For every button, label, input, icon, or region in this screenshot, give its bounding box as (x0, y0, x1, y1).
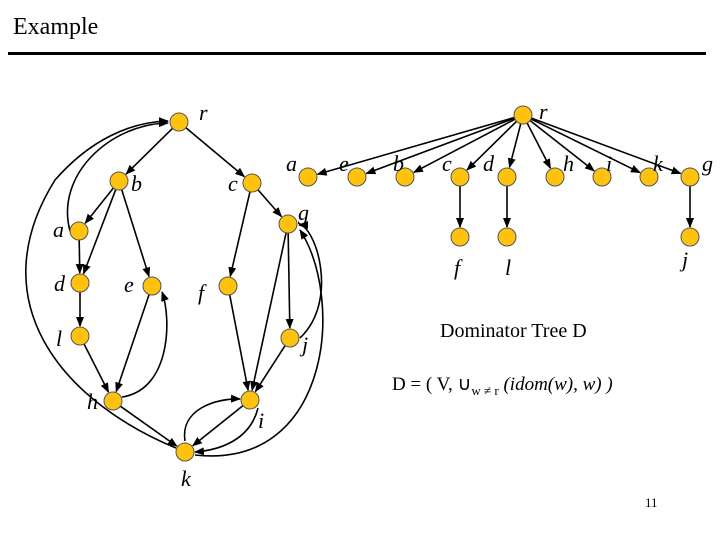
flow-label-f: f (198, 280, 207, 305)
flow-edge-b-d (82, 189, 117, 275)
flow-label-a: a (53, 217, 64, 242)
flow-edge-f-i (228, 294, 251, 392)
dom-label-d: d (483, 151, 495, 176)
flow-edge-b-e (120, 189, 151, 278)
flow-node-c (242, 173, 262, 193)
flow-edge-h-k (119, 405, 178, 447)
flow-edge-k-r (25, 117, 177, 449)
flow-edge-a-d (75, 239, 84, 275)
dom-node-i (592, 167, 612, 187)
dom-edge-r-h (526, 122, 552, 170)
dom-node-j (680, 227, 700, 247)
flow-edge-i-k (192, 404, 244, 447)
flow-node-k (175, 442, 195, 462)
flow-label-r: r (199, 100, 208, 125)
dom-label-l: l (505, 255, 511, 280)
dom-edge-r-g (531, 117, 682, 175)
flow-node-d (70, 273, 90, 293)
dom-edge-r-i (529, 119, 595, 172)
flow-edge-k-i (183, 394, 241, 442)
flow-label-k: k (181, 466, 192, 491)
flow-edge-k-g (194, 229, 324, 457)
dom-label-g: g (702, 151, 713, 176)
flow-edge-j-i (254, 345, 286, 393)
edge-layer (25, 116, 694, 457)
title-rule (8, 52, 706, 55)
flow-label-l: l (56, 326, 62, 351)
flow-label-b: b (131, 171, 142, 196)
flow-node-e (142, 276, 162, 296)
dom-label-e: e (339, 151, 349, 176)
flow-node-f (218, 276, 238, 296)
node-layer (69, 105, 700, 462)
dom-node-b (395, 167, 415, 187)
dom-node-f (450, 227, 470, 247)
dom-label-b: b (393, 151, 404, 176)
dom-edge-r-a (316, 116, 515, 176)
formula-subscript: w ≠ r (471, 383, 499, 398)
flow-edge-i-k (194, 407, 259, 456)
dom-node-e (347, 167, 367, 187)
flow-label-h: h (87, 389, 98, 414)
dom-node-k (639, 167, 659, 187)
flow-edge-c-g (257, 189, 283, 218)
dom-label-a: a (286, 151, 297, 176)
dom-node-d (497, 167, 517, 187)
flow-edge-b-a (84, 187, 115, 224)
flow-edge-j-g (298, 221, 323, 339)
flow-label-e: e (124, 272, 134, 297)
formula-tail: (idom(w), w) ) (499, 374, 613, 395)
flow-node-g (278, 214, 298, 234)
dominator-tree-caption: Dominator Tree D (440, 320, 587, 342)
flow-edge-g-j (285, 232, 294, 330)
flow-label-i: i (258, 408, 264, 433)
flow-edge-l-h (83, 343, 110, 393)
flow-edge-g-i (250, 232, 287, 392)
dominator-formula: D = ( V, ∪w ≠ r (idom(w), w) ) (392, 374, 613, 398)
dom-node-h (545, 167, 565, 187)
dom-edge-r-d (507, 123, 522, 169)
flow-edge-r-c (185, 127, 246, 178)
dom-node-r (513, 105, 533, 125)
flow-node-b (109, 171, 129, 191)
flow-node-r (169, 112, 189, 132)
dom-label-h: h (563, 151, 574, 176)
flow-label-d: d (54, 271, 66, 296)
flow-label-c: c (228, 171, 238, 196)
dom-node-c (450, 167, 470, 187)
flow-edge-h-e (121, 291, 169, 398)
flow-edge-c-f (228, 191, 251, 278)
flow-node-h (103, 391, 123, 411)
flow-label-j: j (299, 332, 308, 357)
dom-label-i: i (606, 151, 612, 176)
dom-label-k: k (653, 151, 664, 176)
dom-label-c: c (442, 151, 452, 176)
dom-node-a (298, 167, 318, 187)
dom-label-r: r (539, 99, 548, 124)
flow-node-a (69, 221, 89, 241)
dom-label-j: j (679, 247, 688, 272)
flow-label-g: g (298, 200, 309, 225)
flow-edge-a-r (66, 119, 169, 232)
flow-node-j (280, 328, 300, 348)
dom-edge-r-b (412, 118, 516, 174)
dom-node-l (497, 227, 517, 247)
dom-edge-r-k (530, 118, 641, 174)
dom-edge-r-e (365, 117, 515, 175)
flow-node-l (70, 326, 90, 346)
flow-edge-r-b (125, 127, 174, 175)
dom-node-g (680, 167, 700, 187)
dom-edge-r-c (466, 120, 518, 171)
slide-title: Example (13, 14, 99, 40)
dom-label-f: f (454, 255, 463, 280)
flow-node-i (240, 390, 260, 410)
page-number: 11 (645, 495, 658, 510)
flow-edge-e-h (115, 294, 150, 393)
formula-main: D = ( V, ∪ (392, 374, 471, 395)
